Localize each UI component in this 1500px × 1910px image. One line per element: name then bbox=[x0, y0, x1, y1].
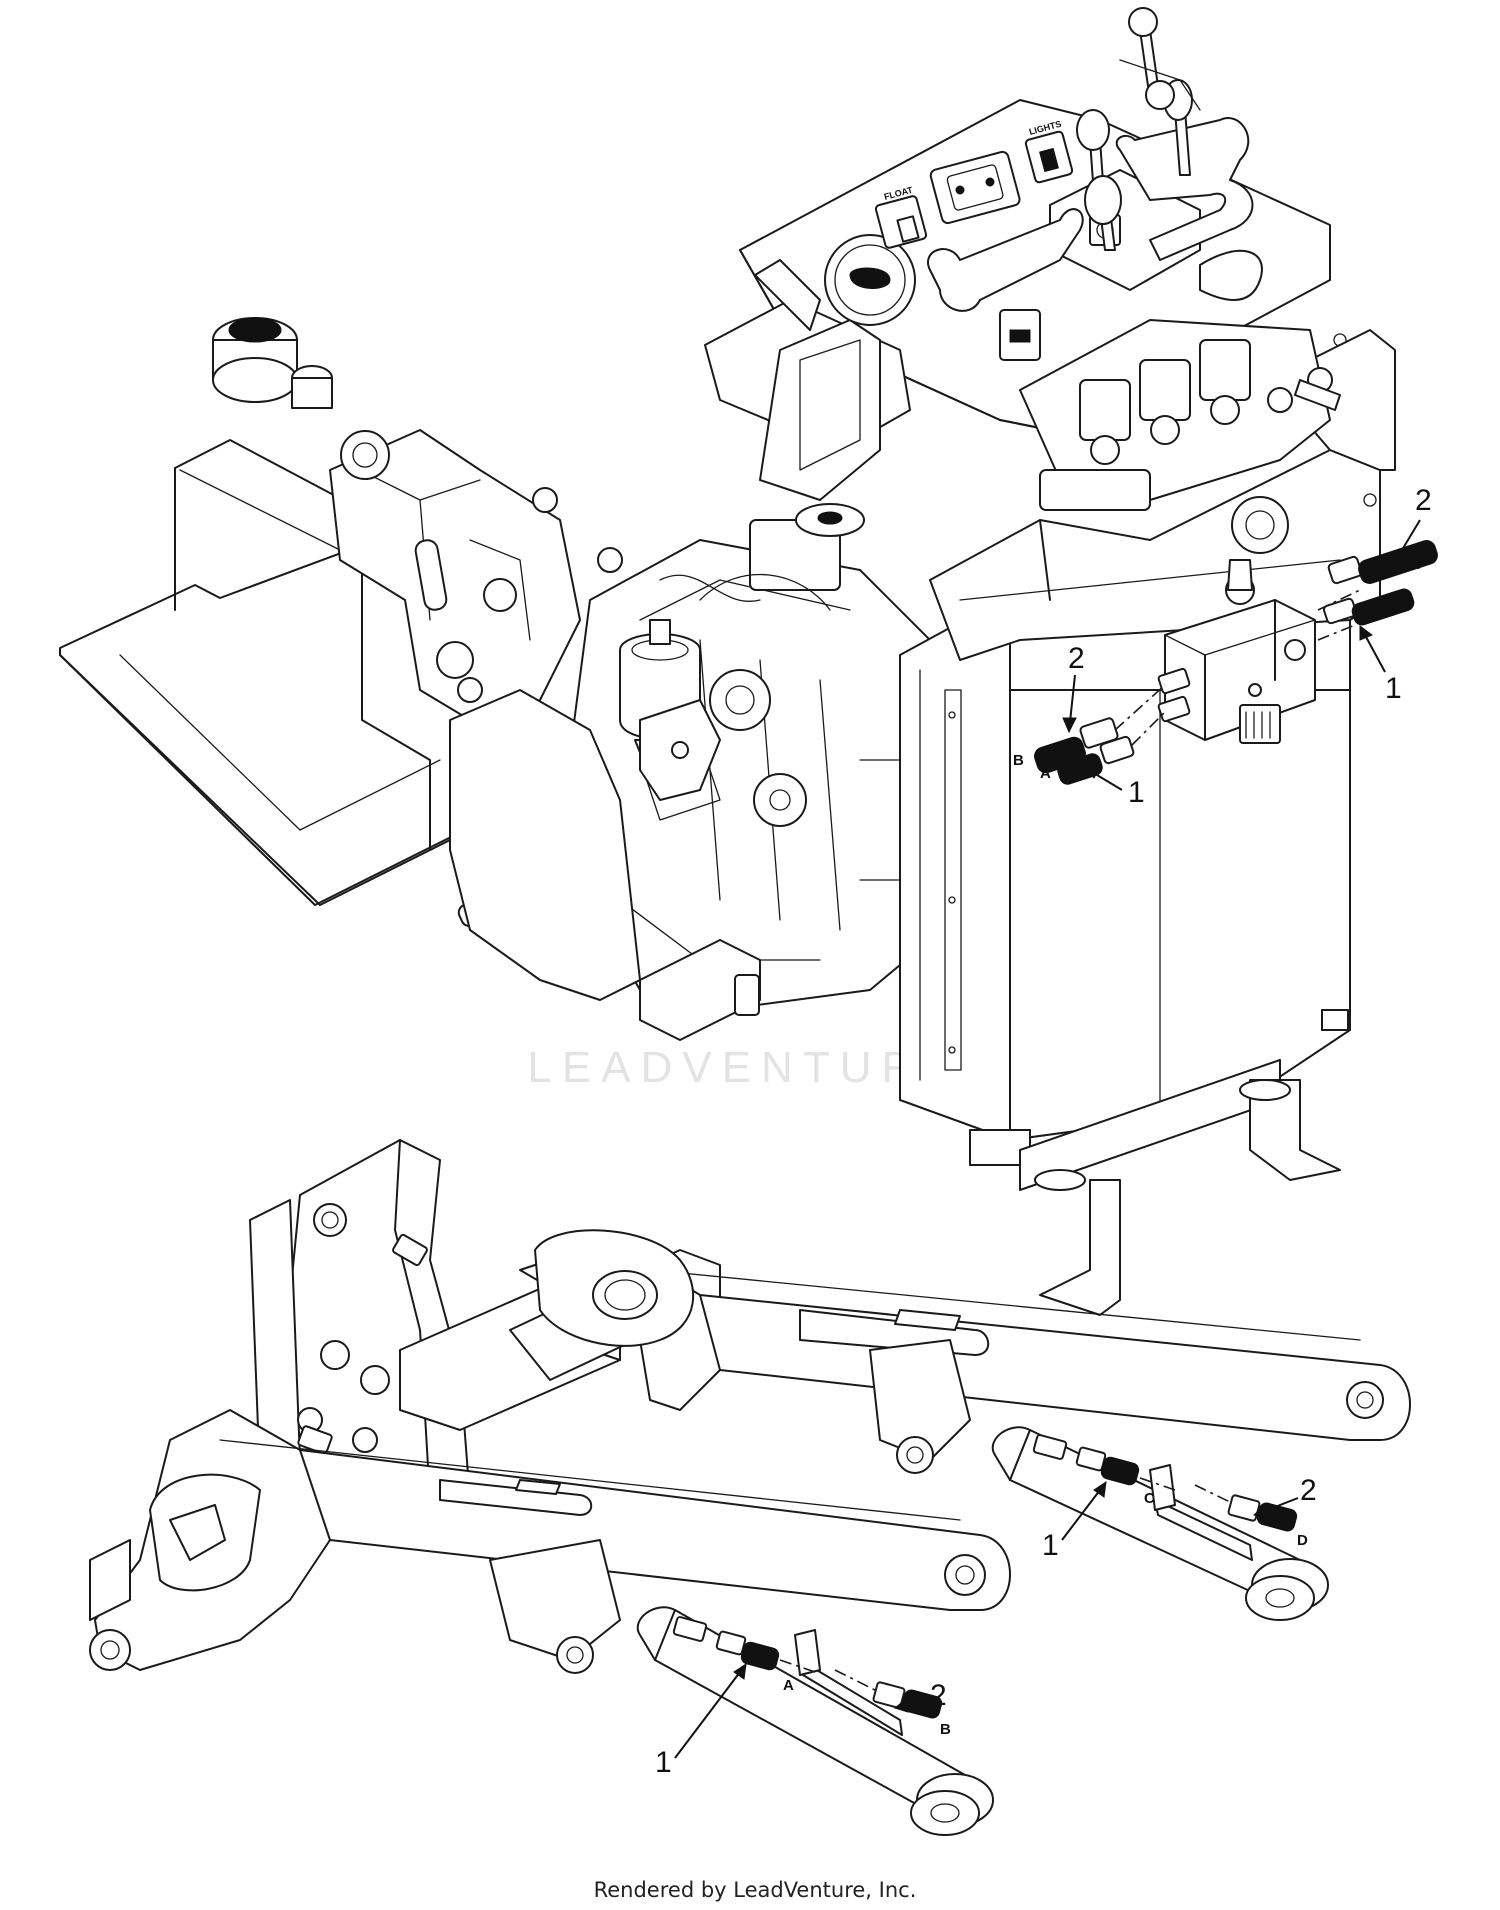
port-label-upper-d: D bbox=[1412, 556, 1423, 573]
port-label-lower-d: D bbox=[1297, 1532, 1308, 1549]
port-label-upper-a: A bbox=[1040, 765, 1051, 782]
callout-lower-front-2: 2 bbox=[893, 1679, 947, 1713]
callout-number: 1 bbox=[1128, 776, 1145, 809]
callout-lower-front-1: 1 bbox=[655, 1662, 747, 1779]
callout-upper-left-2: 2 bbox=[1062, 642, 1085, 734]
loader-arm-rear bbox=[519, 1229, 1411, 1474]
control-valve-bank bbox=[999, 309, 1341, 511]
engine-mount-bracket bbox=[449, 689, 761, 1041]
callout-number: 1 bbox=[655, 1746, 672, 1779]
control-levers bbox=[927, 7, 1263, 312]
loader-arm-front bbox=[89, 1409, 1011, 1674]
callout-lower-rear-1: 1 bbox=[1042, 1480, 1107, 1562]
callout-number: 2 bbox=[1300, 1474, 1317, 1507]
hose-coupler-upper-a bbox=[1057, 735, 1135, 785]
port-label-lower-b: B bbox=[940, 1721, 951, 1738]
callout-number: 1 bbox=[1042, 1529, 1059, 1562]
auxiliary-valve-block bbox=[1164, 496, 1316, 744]
port-labels: D C B A C D A B bbox=[783, 556, 1423, 1738]
hydraulic-pump bbox=[329, 429, 623, 721]
callout-number: 2 bbox=[1415, 484, 1432, 517]
footer-credit: Rendered by LeadVenture, Inc. bbox=[594, 1878, 917, 1902]
hose-coupler-upper-c bbox=[1322, 588, 1415, 626]
port-label-lower-a: A bbox=[783, 1677, 794, 1694]
hydraulic-filter bbox=[212, 317, 333, 409]
callout-upper-right-2: 2 bbox=[1384, 484, 1432, 574]
callout-upper-left-1: 1 bbox=[1083, 766, 1145, 809]
port-label-upper-b: B bbox=[1013, 752, 1024, 769]
callout-number: 1 bbox=[1385, 672, 1402, 705]
fittings-upper bbox=[1114, 589, 1361, 746]
port-label-upper-c: C bbox=[1396, 596, 1407, 613]
callout-lower-rear-2: 2 bbox=[1252, 1474, 1317, 1519]
lift-cylinder-front bbox=[636, 1606, 994, 1836]
callout-number: 2 bbox=[930, 1679, 947, 1712]
watermark-text: LEADVENTURE bbox=[527, 1043, 962, 1092]
callout-upper-right-1: 1 bbox=[1359, 625, 1402, 705]
radiator-housing bbox=[899, 594, 1351, 1316]
callout-number: 2 bbox=[1068, 642, 1085, 675]
port-label-lower-c: C bbox=[1144, 1490, 1155, 1507]
lift-cylinder-rear bbox=[991, 1426, 1329, 1621]
